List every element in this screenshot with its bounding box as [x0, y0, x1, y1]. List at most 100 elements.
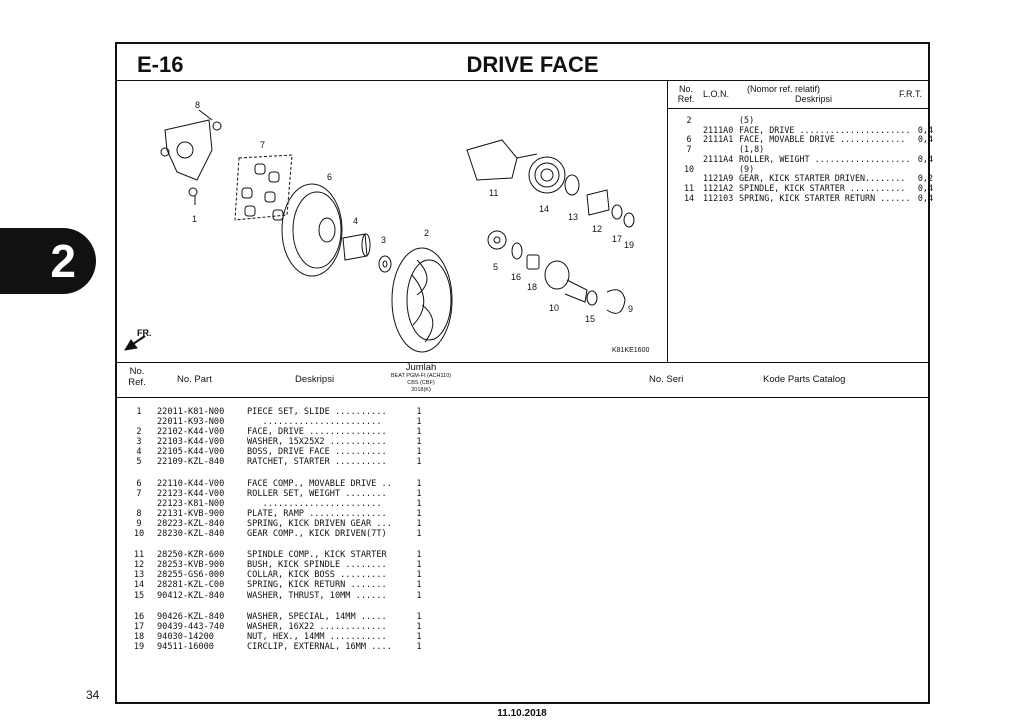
- page-title: DRIVE FACE: [466, 52, 599, 77]
- ref-cell-desc: FACE, DRIVE ......................: [739, 124, 911, 135]
- part-cell-no: 11: [133, 550, 145, 561]
- part-cell-part: 94511-16000: [157, 641, 214, 652]
- part-cell-no: 13: [133, 570, 145, 581]
- part-cell-qty: 1: [416, 560, 422, 571]
- part-cell-no: 1: [136, 407, 142, 417]
- callout-label: 16: [511, 272, 521, 282]
- part-cell-desc: ROLLER SET, WEIGHT ........: [247, 488, 387, 499]
- callout-label: 7: [260, 140, 265, 150]
- callout-label: 2: [424, 228, 429, 238]
- part-cell-desc: PIECE SET, SLIDE ..........: [247, 407, 387, 417]
- parts-page-frame: DRIVE FACE E-16: [115, 42, 933, 704]
- part-cell-qty: 1: [416, 631, 422, 642]
- return-spring-shape: [528, 156, 566, 194]
- part-cell-desc: RATCHET, STARTER ..........: [247, 457, 387, 468]
- part-cell-desc: SPINDLE COMP., KICK STARTER: [247, 550, 387, 561]
- ref-cell-no: 7: [686, 144, 692, 155]
- part-cell-part: 22102-K44-V00: [157, 427, 225, 438]
- parts-header-jumlah: Jumlah BEAT PGM-FI (ACH110) CBS (CBF) 20…: [387, 362, 455, 394]
- part-cell-no: 2: [136, 427, 142, 438]
- part-cell-qty: 1: [416, 447, 422, 458]
- parts-header-part: No. Part: [177, 374, 212, 385]
- part-cell-qty: 1: [416, 427, 422, 438]
- table-row: 22011-K93-N00 ....................... 1: [127, 417, 431, 427]
- ref-row: 10 (9): [675, 163, 933, 175]
- header-text: No.: [129, 366, 145, 377]
- direction-label: FR.: [137, 328, 152, 338]
- part-cell-desc: WASHER, THRUST, 10MM ......: [247, 590, 387, 601]
- kick-gear-shape: [544, 260, 570, 290]
- part-cell-no: 15: [133, 590, 145, 601]
- part-cell-no: 8: [136, 508, 142, 519]
- divider: [117, 362, 928, 363]
- part-cell-desc: COLLAR, KICK BOSS .........: [247, 570, 387, 581]
- part-cell-desc: FACE COMP., MOVABLE DRIVE ..: [247, 478, 392, 489]
- callout-label: 15: [585, 314, 595, 324]
- revision-date: 11.10.2018: [497, 708, 547, 719]
- callout-label: 8: [195, 100, 200, 110]
- ref-row: 2(5): [675, 115, 933, 126]
- part-cell-part: 22131-KVB-900: [157, 508, 225, 519]
- callout-label: 12: [592, 224, 602, 234]
- part-cell-desc: .......................: [247, 417, 382, 428]
- divider: [117, 397, 928, 398]
- part-cell-part: 28281-KZL-C00: [157, 580, 225, 591]
- callout-label: 4: [353, 216, 358, 226]
- part-cell-part: 28230-KZL-840: [157, 529, 225, 540]
- callout-label: 11: [489, 188, 498, 198]
- model-text: BEAT PGM-FI (ACH110): [390, 373, 452, 379]
- part-cell-qty: 1: [416, 478, 422, 489]
- part-cell-no: 9: [136, 518, 142, 529]
- ref-cell-lon: 1121A2: [703, 182, 734, 193]
- part-cell-part: 28223-KZL-840: [157, 518, 225, 529]
- part-cell-qty: 1: [416, 580, 422, 591]
- part-cell-no: 18: [133, 631, 145, 642]
- ref-cell-no: 10: [683, 163, 695, 174]
- part-cell-no: 19: [133, 641, 145, 652]
- reference-table: No. Ref. L.O.N. (Nomor ref. relatif) Des…: [667, 80, 933, 362]
- part-cell-desc: SPRING, KICK RETURN .......: [247, 580, 387, 591]
- part-cell-desc: NUT, HEX., 14MM ...........: [247, 631, 387, 642]
- part-cell-qty: 1: [416, 417, 422, 428]
- part-cell-desc: PLATE, RAMP ...............: [247, 508, 387, 519]
- part-cell-desc: CIRCLIP, EXTERNAL, 16MM ....: [247, 641, 392, 652]
- part-cell-qty: 1: [416, 518, 422, 529]
- ref-cell-frt: 0,4: [917, 192, 933, 203]
- part-cell-part: 22011-K93-N00: [157, 417, 225, 428]
- ref-cell-lon: 2111A1: [703, 134, 734, 145]
- parts-header-seri: No. Seri: [649, 374, 684, 385]
- ref-cell-lon: 112103: [703, 192, 734, 203]
- ref-header-no: No. Ref.: [675, 84, 697, 104]
- part-cell-desc: FACE, DRIVE ...............: [247, 427, 387, 438]
- part-cell-qty: 1: [416, 407, 422, 417]
- callout-label: 10: [549, 303, 559, 313]
- ref-cell-desc: (1,8): [739, 144, 765, 155]
- divider: [117, 80, 928, 81]
- part-cell-qty: 1: [416, 508, 422, 519]
- ref-cell-lon: 2111A0: [703, 124, 734, 135]
- parts-header-catalog: Kode Parts Catalog: [763, 374, 846, 385]
- part-cell-no: [127, 417, 151, 427]
- diagram-ref-code: K81KE1600: [612, 347, 649, 354]
- part-cell-desc: SPRING, KICK DRIVEN GEAR ...: [247, 518, 392, 529]
- ref-header-nomor: (Nomor ref. relatif): [747, 84, 821, 94]
- part-cell-no: 10: [133, 529, 145, 540]
- part-cell-qty: 1: [416, 488, 422, 499]
- callout-label: 1: [192, 214, 197, 224]
- part-cell-no: 5: [136, 457, 142, 468]
- callout-label: 6: [327, 172, 332, 182]
- ref-cell-desc: (9): [739, 163, 755, 174]
- ref-cell-no: 14: [683, 192, 695, 203]
- ref-cell-desc: FACE, MOVABLE DRIVE .............: [739, 134, 906, 145]
- part-cell-no: 16: [133, 611, 145, 622]
- ref-rows: 2(5)2111A0 FACE, DRIVE ..................…: [675, 115, 933, 204]
- model-text: 2018(K): [411, 387, 431, 393]
